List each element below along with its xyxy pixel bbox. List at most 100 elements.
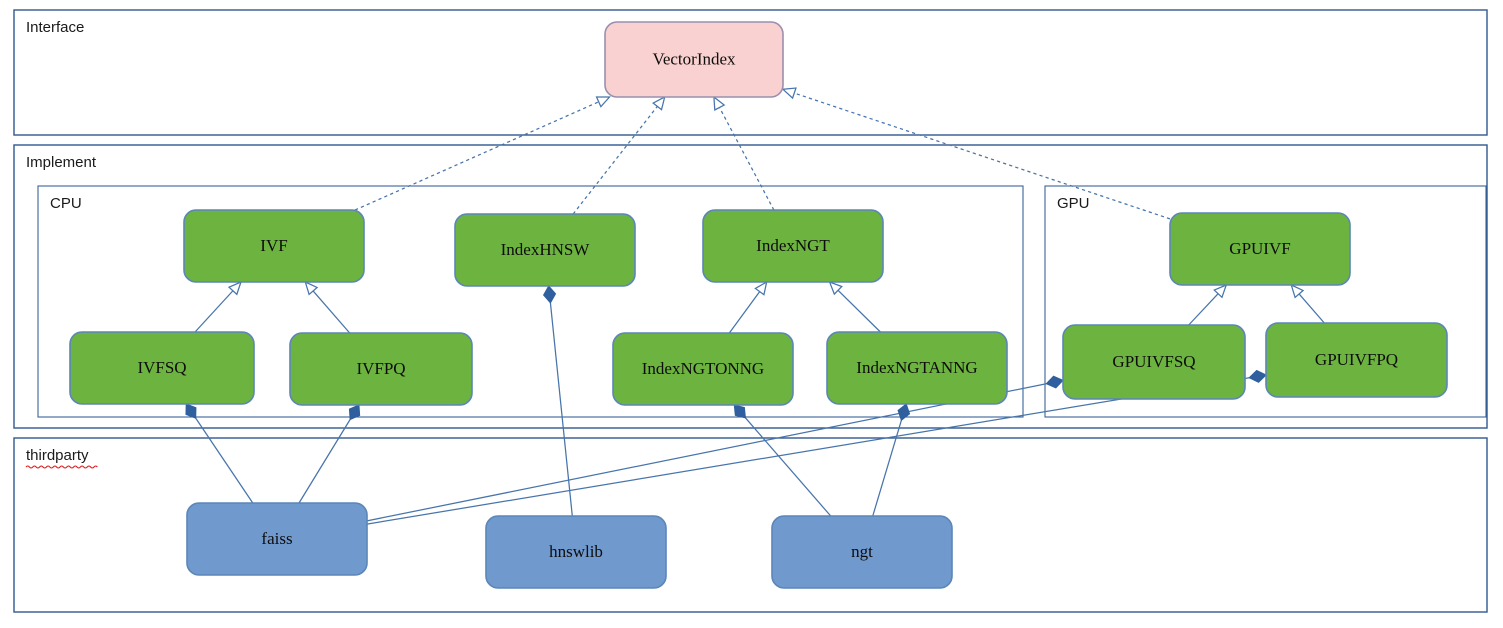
node-label: faiss <box>261 529 292 548</box>
edge-line <box>718 107 775 211</box>
edge-faiss-to-gpuivfsq <box>366 375 1064 522</box>
node-label: VectorIndex <box>652 49 736 68</box>
node-ivfsq[interactable]: IVFSQ <box>69 331 255 405</box>
edge-line <box>312 290 351 334</box>
node-indexngt[interactable]: IndexNGT <box>702 209 884 283</box>
node-indexngtanng[interactable]: IndexNGTANNG <box>826 331 1008 405</box>
edge-line <box>549 302 573 517</box>
node-box[interactable] <box>1265 322 1448 398</box>
edge-line <box>366 383 1047 522</box>
generalization-arrowhead-icon <box>304 280 319 296</box>
node-gpuivfsq[interactable]: GPUIVFSQ <box>1062 324 1246 400</box>
node-box[interactable] <box>702 209 884 283</box>
node-label: IndexHNSW <box>501 240 591 259</box>
edge-ngt-to-indexngtanng <box>872 403 911 517</box>
node-box[interactable] <box>826 331 1008 405</box>
generalization-arrowhead-icon <box>781 87 797 100</box>
edge-ngt-to-indexngtonng <box>733 404 832 517</box>
edge-line <box>366 377 1250 525</box>
node-box[interactable] <box>1062 324 1246 400</box>
edge-indexhnsw-to-vectorindex <box>572 95 666 215</box>
edge-line <box>728 291 761 334</box>
edge-gpuivfpq-to-gpuivf <box>1290 283 1325 324</box>
node-box[interactable] <box>186 502 368 576</box>
composition-diamond-icon <box>1045 375 1064 389</box>
edge-indexngtonng-to-indexngt <box>728 280 768 334</box>
edge-faiss-to-gpuivfpq <box>366 369 1267 525</box>
generalization-arrowhead-icon <box>713 95 726 111</box>
edge-line <box>794 92 1171 220</box>
node-ivf[interactable]: IVF <box>183 209 365 283</box>
container-thirdparty-label: thirdparty <box>26 447 89 464</box>
container-implement-label: Implement <box>26 154 97 171</box>
node-box[interactable] <box>604 21 784 98</box>
generalization-arrowhead-icon <box>227 280 242 296</box>
composition-diamond-icon <box>542 285 557 304</box>
node-label: IndexNGT <box>756 236 830 255</box>
generalization-arrowhead-icon <box>652 95 666 111</box>
edge-ivf-to-vectorindex <box>354 96 611 211</box>
edge-hnswlib-to-indexhnsw <box>542 285 573 517</box>
generalization-arrowhead-icon <box>828 280 843 296</box>
node-box[interactable] <box>69 331 255 405</box>
node-vectorindex[interactable]: VectorIndex <box>604 21 784 98</box>
node-label: hnswlib <box>549 542 603 561</box>
edge-line <box>744 417 832 517</box>
node-label: GPUIVFSQ <box>1112 352 1195 371</box>
edge-faiss-to-ivfpq <box>298 404 361 504</box>
node-label: GPUIVFPQ <box>1315 350 1398 369</box>
composition-diamond-icon <box>733 404 746 419</box>
generalization-arrowhead-icon <box>1213 283 1228 299</box>
edge-line <box>1298 293 1325 324</box>
node-hnswlib[interactable]: hnswlib <box>485 515 667 589</box>
spellcheck-squiggle-icon <box>25 465 98 469</box>
generalization-arrowhead-icon <box>1290 283 1305 299</box>
edge-line <box>1188 293 1219 326</box>
node-label: GPUIVF <box>1229 239 1290 258</box>
node-gpuivf[interactable]: GPUIVF <box>1169 212 1351 286</box>
composition-diamond-icon <box>897 403 911 422</box>
node-box[interactable] <box>289 332 473 406</box>
edge-faiss-to-ivfsq <box>185 403 254 504</box>
edge-line <box>298 419 351 504</box>
node-label: IndexNGTANNG <box>856 358 977 377</box>
node-label: IVFSQ <box>137 358 186 377</box>
node-ngt[interactable]: ngt <box>771 515 953 589</box>
edge-indexngt-to-vectorindex <box>713 95 775 211</box>
node-box[interactable] <box>485 515 667 589</box>
edge-gpuivf-to-vectorindex <box>781 87 1171 220</box>
node-indexhnsw[interactable]: IndexHNSW <box>454 213 636 287</box>
node-box[interactable] <box>612 332 794 406</box>
node-label: IVF <box>260 236 287 255</box>
edge-ivfpq-to-ivf <box>304 280 351 334</box>
edge-line <box>194 290 234 333</box>
composition-diamond-icon <box>348 404 361 421</box>
node-box[interactable] <box>183 209 365 283</box>
generalization-arrowhead-icon <box>595 96 611 108</box>
edge-gpuivfsq-to-gpuivf <box>1188 283 1228 326</box>
node-label: IndexNGTONNG <box>642 359 764 378</box>
container-gpu-label: GPU <box>1057 195 1090 212</box>
edge-line <box>837 289 881 333</box>
edge-indexngtanng-to-indexngt <box>828 280 881 333</box>
node-indexngtonng[interactable]: IndexNGTONNG <box>612 332 794 406</box>
edge-line <box>195 417 254 504</box>
node-gpuivfpq[interactable]: GPUIVFPQ <box>1265 322 1448 398</box>
composition-diamond-icon <box>185 403 197 419</box>
node-box[interactable] <box>1169 212 1351 286</box>
generalization-arrowhead-icon <box>754 280 768 296</box>
node-box[interactable] <box>771 515 953 589</box>
edge-line <box>872 420 902 517</box>
node-box[interactable] <box>454 213 636 287</box>
composition-diamond-icon <box>1248 369 1267 383</box>
edge-layer <box>185 87 1325 525</box>
container-cpu-label: CPU <box>50 195 82 212</box>
node-label: IVFPQ <box>356 359 405 378</box>
node-ivfpq[interactable]: IVFPQ <box>289 332 473 406</box>
node-label: ngt <box>851 542 873 561</box>
container-interface-label: Interface <box>26 19 84 36</box>
node-faiss[interactable]: faiss <box>186 502 368 576</box>
